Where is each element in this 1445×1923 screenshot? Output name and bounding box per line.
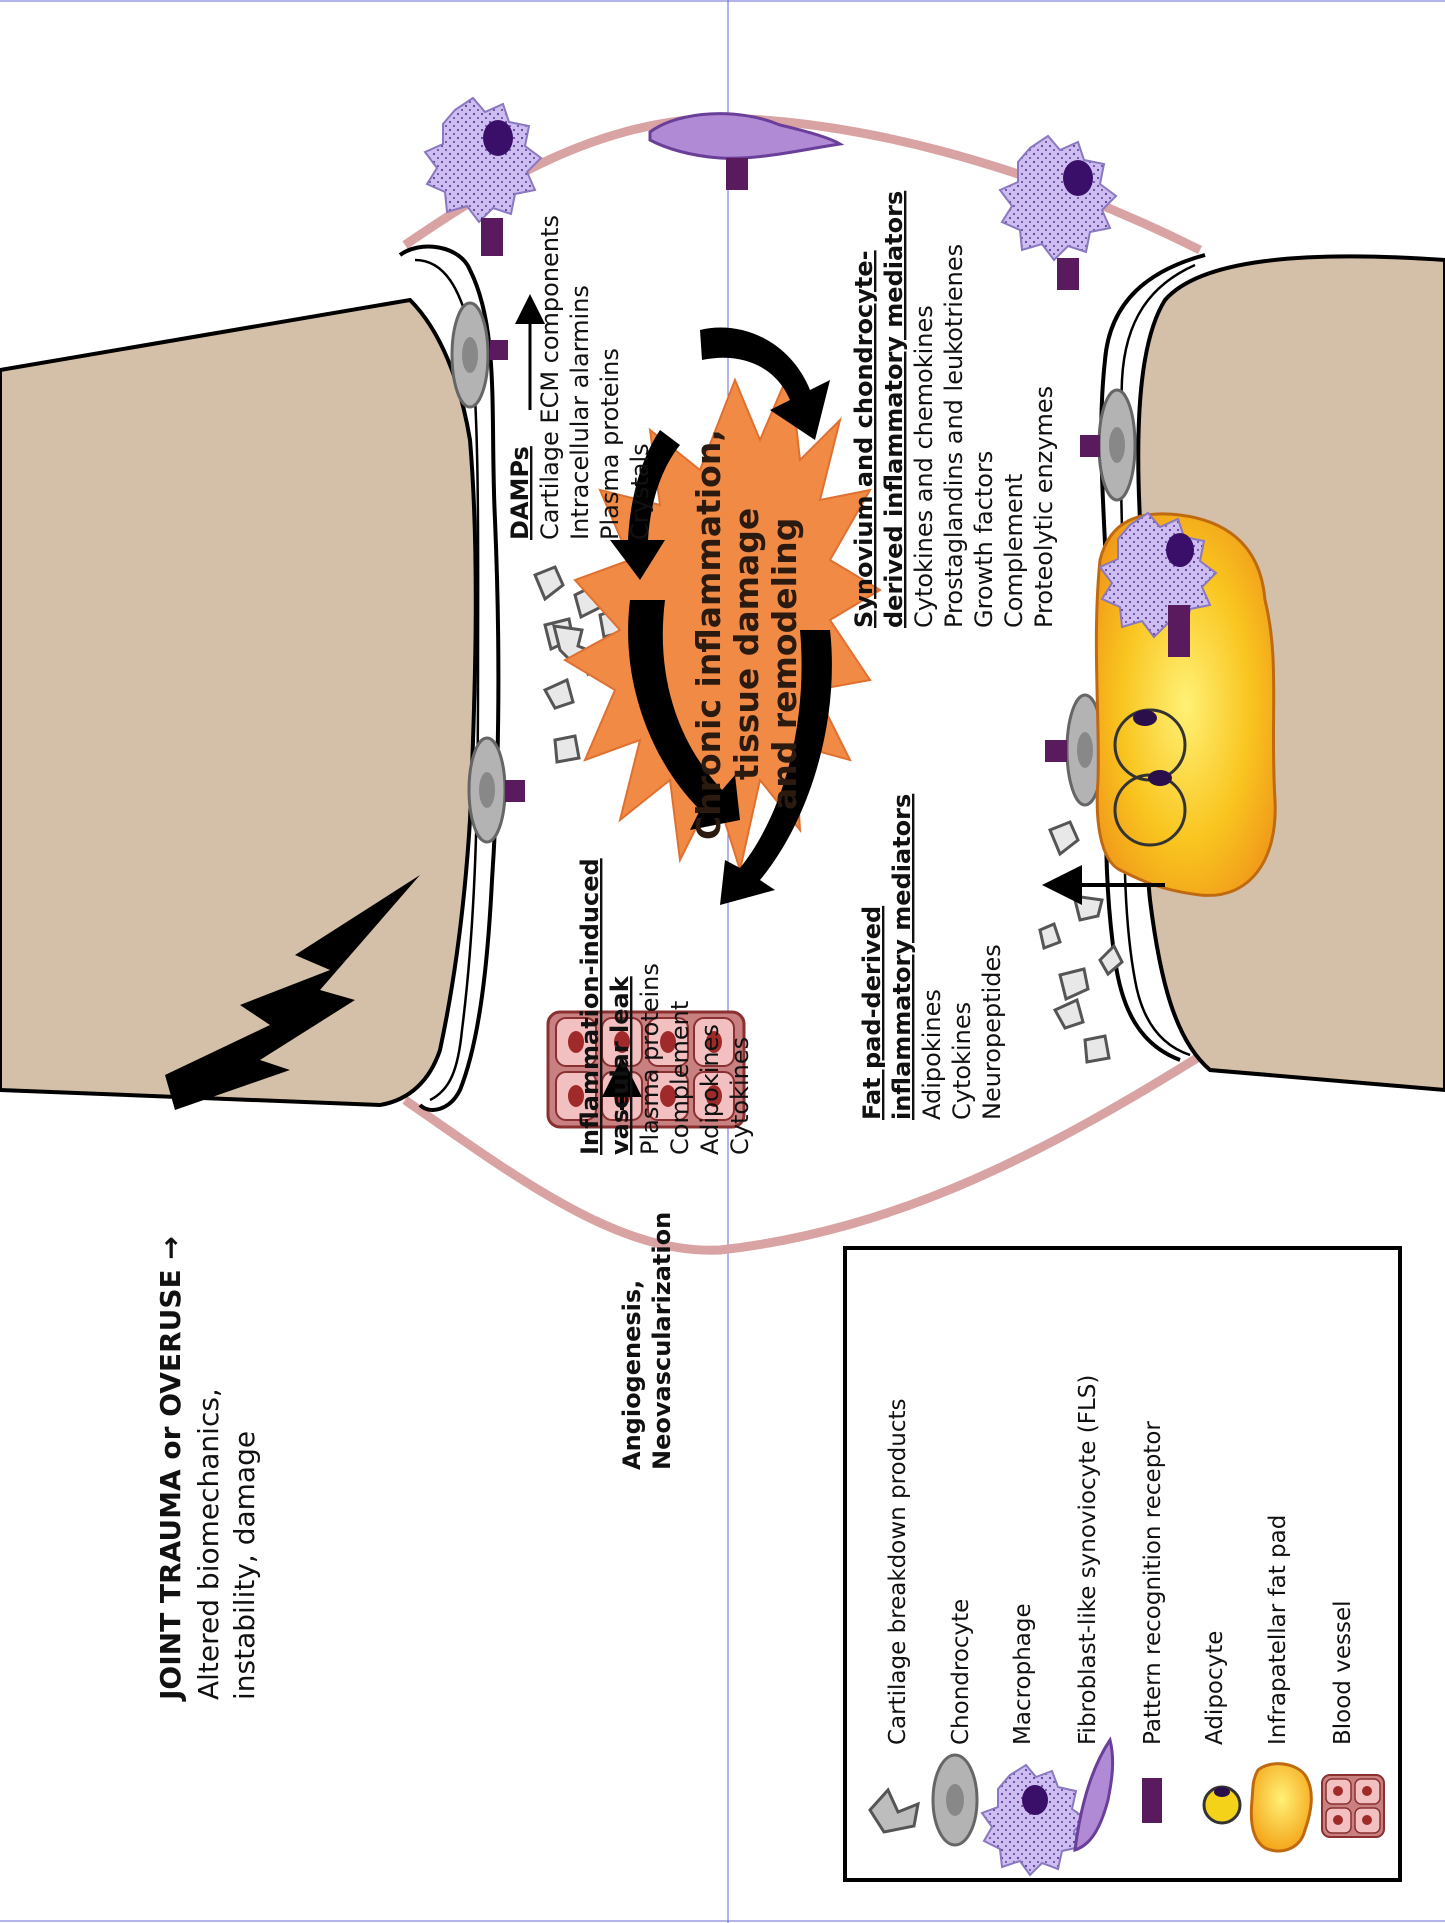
fatpad-heading-1: Fat pad-derived bbox=[858, 906, 886, 1120]
center-line2: tissue damage bbox=[727, 508, 766, 780]
synovium-heading-1: Synovium and chondrocyte- bbox=[850, 250, 878, 628]
legend-label-3: Fibroblast-like synoviocyte (FLS) bbox=[1075, 1375, 1101, 1745]
receptor-fls bbox=[726, 158, 748, 190]
vascular-item-3: Cytokines bbox=[726, 1037, 754, 1155]
fatpad-item-2: Neuropeptides bbox=[978, 944, 1006, 1120]
center-line3: and remodeling bbox=[765, 518, 804, 810]
vascular-item-2: Adipokines bbox=[696, 1024, 724, 1155]
macrophage-top-left bbox=[425, 98, 541, 222]
receptor-left-lower bbox=[505, 780, 525, 802]
damps-item-3: Crystals bbox=[626, 443, 654, 540]
damps-item-0: Cartilage ECM components bbox=[536, 215, 564, 540]
vascular-heading-1: Inflammation-induced bbox=[576, 858, 604, 1155]
legend-label-4: Pattern recognition receptor bbox=[1140, 1421, 1166, 1745]
trauma-title: JOINT TRAUMA or OVERUSE → bbox=[154, 1236, 187, 1702]
angiogenesis-line1: Angiogenesis, bbox=[618, 1280, 646, 1470]
legend-receptor-icon bbox=[1142, 1778, 1162, 1823]
legend-label-7: Blood vessel bbox=[1330, 1601, 1356, 1746]
trauma-line3: instability, damage bbox=[228, 1431, 261, 1700]
damps-item-2: Plasma proteins bbox=[596, 348, 624, 540]
legend-label-0: Cartilage breakdown products bbox=[885, 1399, 911, 1746]
chondrocyte-right-upper bbox=[1099, 390, 1135, 500]
legend-box bbox=[845, 1248, 1400, 1880]
damps-heading: DAMPs bbox=[506, 446, 534, 540]
synovium-item-1: Prostaglandins and leukotrienes bbox=[940, 244, 968, 628]
vascular-item-0: Plasma proteins bbox=[636, 963, 664, 1155]
synovium-heading-2: derived inflammatory mediators bbox=[880, 191, 908, 628]
angiogenesis-line2: Neovascularization bbox=[648, 1212, 676, 1470]
chondrocyte-left-upper bbox=[452, 303, 488, 407]
vascular-heading-2: vascular leak bbox=[606, 975, 634, 1155]
center-line1: Chronic inflammation, bbox=[689, 429, 728, 840]
legend-adipocyte-icon bbox=[1204, 1787, 1240, 1823]
legend-label-6: Infrapatellar fat pad bbox=[1265, 1515, 1291, 1745]
damps-item-1: Intracellular alarmins bbox=[566, 285, 594, 540]
fatpad-heading-2: inflammatory mediators bbox=[888, 794, 916, 1120]
synovium-item-2: Growth factors bbox=[970, 451, 998, 628]
vascular-item-1: Complement bbox=[666, 1001, 694, 1155]
receptor-right-upper bbox=[1080, 435, 1100, 457]
legend-label-2: Macrophage bbox=[1010, 1603, 1036, 1745]
receptor-left-upper bbox=[490, 340, 508, 360]
fls-cell bbox=[650, 114, 840, 159]
receptor-macrophage-top-left bbox=[481, 218, 503, 256]
receptor-macrophage-top-right bbox=[1057, 258, 1079, 290]
chondrocyte-left-lower bbox=[469, 738, 505, 842]
macrophage-top-right bbox=[1000, 136, 1116, 260]
synovium-item-4: Proteolytic enzymes bbox=[1030, 386, 1058, 628]
receptor-fat-pad bbox=[1168, 605, 1190, 657]
synovium-item-0: Cytokines and chemokines bbox=[910, 305, 938, 628]
legend-blood-vessel-icon bbox=[1322, 1775, 1384, 1837]
legend-chondrocyte-icon bbox=[933, 1755, 977, 1845]
bone-left bbox=[0, 300, 476, 1105]
trauma-line2: Altered biomechanics, bbox=[192, 1388, 225, 1700]
fatpad-item-1: Cytokines bbox=[948, 1002, 976, 1120]
receptor-right-lower bbox=[1045, 740, 1067, 762]
fatpad-item-0: Adipokines bbox=[918, 989, 946, 1120]
legend-label-1: Chondrocyte bbox=[948, 1599, 974, 1745]
synovium-item-3: Complement bbox=[1000, 474, 1028, 628]
legend-fat-pad-icon bbox=[1251, 1764, 1311, 1851]
legend-label-5: Adipocyte bbox=[1202, 1631, 1228, 1745]
